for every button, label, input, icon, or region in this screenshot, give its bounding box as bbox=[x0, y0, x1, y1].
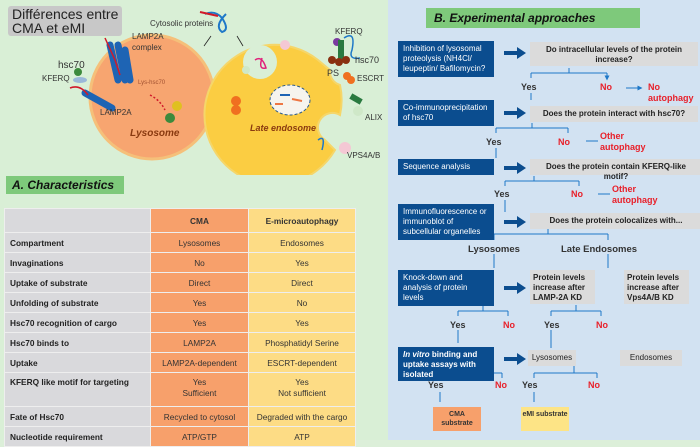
label-lamp2a: LAMP2A bbox=[100, 108, 132, 117]
method-box-1: Inhibition of lysosomal proteolysis (NH4… bbox=[398, 41, 494, 77]
endosomes-box: Endosomes bbox=[620, 350, 682, 366]
late-endosome-shape bbox=[203, 43, 343, 175]
question-box-3: Does the protein contain KFERQ-like moti… bbox=[530, 159, 700, 181]
yes-label-6b: Yes bbox=[522, 380, 538, 390]
method-box-2: Co-immunoprecipitation of hsc70 bbox=[398, 100, 494, 126]
label-hsc70-endosome: hsc70 bbox=[355, 55, 380, 65]
question-box-2: Does the protein interact with hsc70? bbox=[530, 106, 698, 122]
arrow-right-icon bbox=[504, 216, 526, 228]
cytosolic-protein-icon bbox=[204, 11, 227, 34]
arrow-right-icon bbox=[504, 47, 526, 59]
label-lysosome: Lysosome bbox=[130, 128, 180, 139]
lamp2a-icon bbox=[81, 89, 116, 112]
method-box-4: Immunofluorescence or immunoblot of subc… bbox=[398, 204, 494, 240]
label-ps: PS bbox=[327, 68, 340, 78]
page-title: Différences entre CMA et eMI bbox=[8, 6, 123, 36]
method-box-3: Sequence analysis bbox=[398, 159, 494, 175]
header-cma: CMA bbox=[150, 208, 249, 233]
section-a-heading: A. Characteristics bbox=[6, 176, 124, 194]
label-late-endosome: Late endosome bbox=[250, 123, 317, 133]
result-other-autophagy-2: Other autophagy bbox=[612, 184, 658, 205]
method-box-5: Knock-down and analysis of protein level… bbox=[398, 270, 494, 306]
result-no-autophagy: No autophagy bbox=[648, 82, 694, 103]
no-label-2: No bbox=[558, 137, 570, 147]
arrow-right-icon bbox=[504, 162, 526, 174]
label-cytosolic-proteins: Cytosolic proteins bbox=[150, 19, 214, 28]
yes-label-5a: Yes bbox=[450, 320, 466, 330]
yes-label-6a: Yes bbox=[428, 380, 444, 390]
question-box-1: Do intracellular levels of the protein i… bbox=[530, 42, 698, 66]
section-b-heading: B. Experimental approaches bbox=[426, 8, 640, 28]
question-box-4: Does the protein colocalizes with... bbox=[530, 213, 700, 229]
yes-label-5b: Yes bbox=[544, 320, 560, 330]
emi-substrate-box: eMI substrate bbox=[521, 407, 569, 431]
yes-label-2: Yes bbox=[486, 137, 502, 147]
arrow-right-icon bbox=[504, 353, 526, 365]
result-other-autophagy-1: Other autophagy bbox=[600, 131, 646, 152]
intraluminal-vesicle bbox=[269, 84, 311, 116]
question-box-5-left: Protein levels increase after LAMP-2A KD bbox=[530, 270, 595, 304]
no-label-5a: No bbox=[503, 320, 515, 330]
endosome-invagination bbox=[243, 45, 277, 79]
label-vps4ab: VPS4A/B bbox=[347, 151, 381, 160]
diagram-graphics bbox=[69, 11, 363, 175]
question-box-5-right: Protein levels increase after Vps4A/B KD bbox=[624, 270, 689, 304]
label-escrt: ESCRT bbox=[357, 74, 384, 83]
label-alix: ALIX bbox=[365, 113, 383, 122]
lysosomes-box: Lysosomes bbox=[528, 350, 576, 366]
arrow-right-icon bbox=[504, 282, 526, 294]
branch-late-endosomes: Late Endosomes bbox=[561, 244, 638, 255]
table-header: CMA E-microautophagy bbox=[4, 208, 356, 233]
no-label-5b: No bbox=[596, 320, 608, 330]
flowchart-connectors bbox=[439, 68, 643, 402]
label-kferq: KFERQ bbox=[42, 74, 70, 83]
method-box-6: In vitro binding and uptake assays with … bbox=[398, 347, 494, 381]
label-kferq-endosome: KFERQ bbox=[335, 27, 363, 36]
no-label-3: No bbox=[571, 189, 583, 199]
label-hsc70: hsc70 bbox=[58, 60, 85, 71]
no-label-6b: No bbox=[588, 380, 600, 390]
branch-lysosomes: Lysosomes bbox=[468, 244, 520, 255]
header-emi: E-microautophagy bbox=[248, 208, 356, 233]
no-label-1: No bbox=[600, 82, 612, 92]
yes-label-3: Yes bbox=[494, 189, 510, 199]
flowchart: B. Experimental approaches Inhibition of… bbox=[388, 0, 700, 440]
header-feature bbox=[4, 208, 151, 233]
yes-label-1: Yes bbox=[521, 82, 537, 92]
mechanism-diagram: Différences entre CMA et eMI Cytosolic p… bbox=[0, 0, 388, 175]
label-lys-hsc70: Lys-hsc70 bbox=[138, 80, 166, 86]
arrow-right-icon bbox=[504, 107, 526, 119]
no-label-6a: No bbox=[495, 380, 507, 390]
cma-substrate-box: CMA substrate bbox=[433, 407, 481, 431]
